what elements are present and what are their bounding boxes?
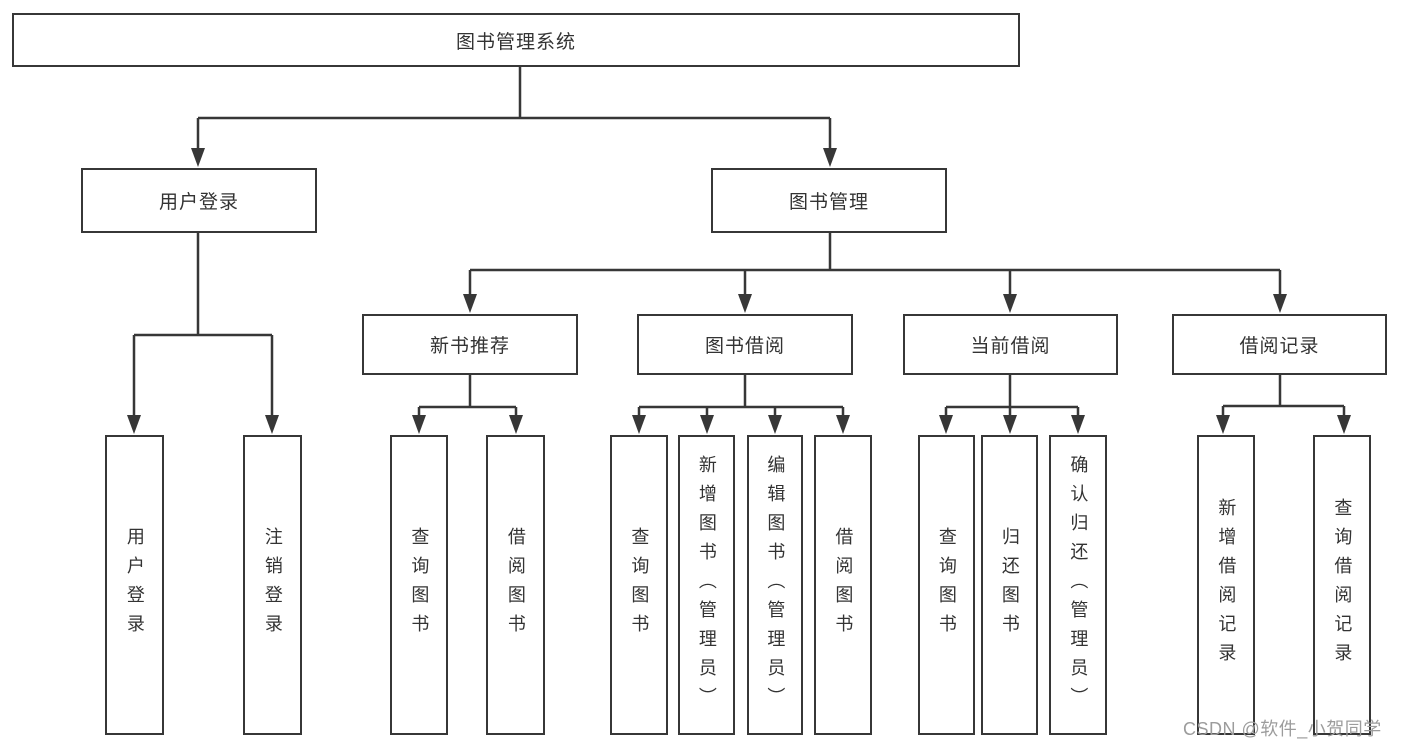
leaf-cb-query-books-label: 查询图书 (936, 527, 957, 643)
leaf-bb-add-books-label: 新增图书（管理员） (696, 454, 717, 716)
leaf-logout-login-label: 注销登录 (262, 527, 283, 643)
leaf-cb-return-books: 归还图书 (981, 435, 1038, 735)
leaf-br-add-record-label: 新增借阅记录 (1216, 498, 1237, 672)
leaf-nbr-borrow-books: 借阅图书 (486, 435, 545, 735)
node-current-borrowing: 当前借阅 (903, 314, 1118, 375)
node-root: 图书管理系统 (12, 13, 1020, 67)
leaf-cb-confirm-return-label: 确认归还（管理员） (1068, 454, 1089, 716)
leaf-nbr-query-books: 查询图书 (390, 435, 448, 735)
node-new-book-recommend-label: 新书推荐 (429, 336, 510, 357)
node-borrowing-records-label: 借阅记录 (1239, 336, 1320, 357)
leaf-bb-borrow-books-label: 借阅图书 (833, 527, 854, 643)
leaf-bb-query-books: 查询图书 (610, 435, 668, 735)
node-current-borrowing-label: 当前借阅 (970, 336, 1051, 357)
leaf-br-query-record: 查询借阅记录 (1313, 435, 1371, 735)
leaf-bb-edit-books: 编辑图书（管理员） (747, 435, 803, 735)
leaf-bb-query-books-label: 查询图书 (629, 527, 650, 643)
leaf-user-login: 用户登录 (105, 435, 164, 735)
leaf-logout-login: 注销登录 (243, 435, 302, 735)
leaf-cb-confirm-return: 确认归还（管理员） (1049, 435, 1107, 735)
leaf-nbr-borrow-books-label: 借阅图书 (505, 527, 526, 643)
leaf-br-query-record-label: 查询借阅记录 (1332, 498, 1353, 672)
node-user-login: 用户登录 (81, 168, 317, 233)
node-book-management-label: 图书管理 (788, 192, 869, 213)
leaf-bb-borrow-books: 借阅图书 (814, 435, 872, 735)
leaf-bb-add-books: 新增图书（管理员） (678, 435, 735, 735)
node-new-book-recommend: 新书推荐 (362, 314, 578, 375)
node-user-login-label: 用户登录 (158, 192, 239, 213)
node-book-management: 图书管理 (711, 168, 947, 233)
leaf-cb-query-books: 查询图书 (918, 435, 975, 735)
node-book-borrowing-label: 图书借阅 (704, 336, 785, 357)
leaf-cb-return-books-label: 归还图书 (999, 527, 1020, 643)
node-borrowing-records: 借阅记录 (1172, 314, 1387, 375)
node-root-label: 图书管理系统 (455, 31, 576, 53)
leaf-user-login-label: 用户登录 (124, 527, 145, 643)
leaf-bb-edit-books-label: 编辑图书（管理员） (765, 454, 786, 716)
leaf-nbr-query-books-label: 查询图书 (409, 527, 430, 643)
watermark: CSDN @软件_小贺同学 (1183, 719, 1382, 739)
arrowhead-icons (127, 148, 1351, 434)
node-book-borrowing: 图书借阅 (637, 314, 853, 375)
leaf-br-add-record: 新增借阅记录 (1197, 435, 1255, 735)
